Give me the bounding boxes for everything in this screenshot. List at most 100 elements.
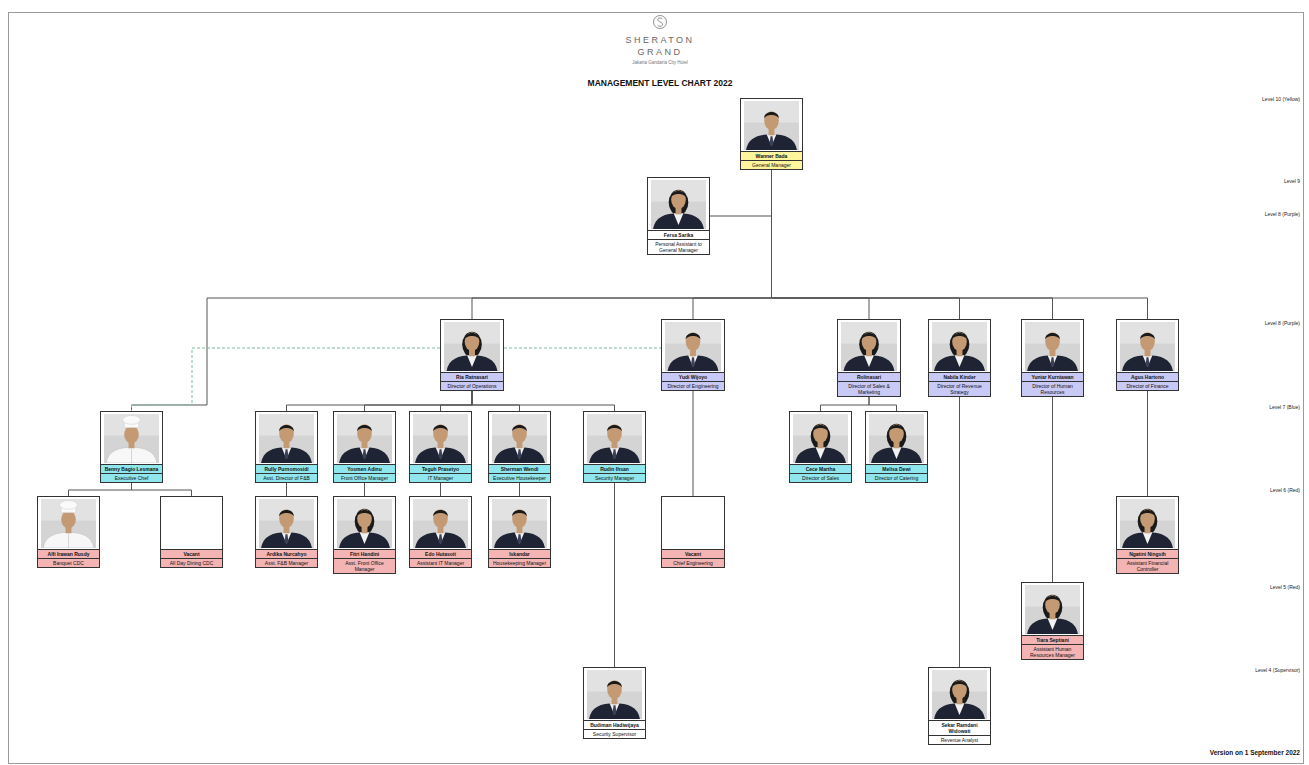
portrait-photo	[1022, 583, 1083, 635]
org-card: Yosmen AdinuFront Office Manager	[333, 411, 396, 483]
portrait-photo	[741, 99, 802, 151]
portrait-photo	[838, 320, 900, 372]
logo-text: SHERATON	[560, 35, 760, 45]
person-name: Ardika Nurcahyo	[256, 549, 317, 558]
logo-emblem	[654, 16, 667, 29]
level-label: Level 8 (Purple)	[1100, 321, 1300, 327]
portrait-photo	[334, 412, 395, 464]
reporting-line	[772, 170, 960, 319]
reporting-line	[693, 391, 694, 496]
person-name: Melisa Dewi	[866, 464, 927, 473]
level-label: Level 8 (Purple)	[1100, 212, 1300, 218]
job-title: Director of Engineering	[662, 381, 724, 390]
person-name: Ngatini Ningsih	[1117, 549, 1178, 558]
portrait-illustration	[104, 414, 159, 463]
portrait-photo	[584, 412, 645, 464]
job-title: Housekeeping Manager	[489, 558, 550, 567]
portrait-photo	[584, 668, 645, 720]
portrait-illustration	[413, 499, 468, 548]
page-frame	[9, 13, 1304, 764]
portrait-illustration	[744, 101, 799, 150]
job-title: Security Manager	[584, 473, 645, 482]
org-card: VacantChief Engineering	[661, 496, 725, 568]
portrait-illustration	[337, 499, 392, 548]
org-card: Nabila KinderDirector of Revenue Strateg…	[928, 319, 991, 397]
portrait-photo	[1117, 497, 1178, 549]
reporting-line	[772, 170, 1148, 319]
org-card: Sekar Ramdani WidowatiRevenue Analyst	[928, 667, 991, 745]
person-name: Rudin Ihsan	[584, 464, 645, 473]
portrait-photo	[1022, 320, 1083, 372]
portrait-illustration	[932, 670, 987, 719]
portrait-photo	[161, 497, 222, 549]
org-card: Benny Bagio LesmanaExecutive Chef	[100, 411, 163, 483]
person-name: Fersa Sarika	[648, 230, 709, 239]
portrait-illustration	[1120, 322, 1175, 371]
reporting-line	[821, 397, 870, 411]
person-name: Yosmen Adinu	[334, 464, 395, 473]
person-name: Tiara Septiani	[1022, 635, 1083, 644]
person-name: Alfi Irawan Rusdy	[38, 549, 99, 558]
dotted-reporting-line	[132, 348, 441, 411]
portrait-photo	[929, 668, 990, 720]
reporting-line	[614, 483, 615, 667]
job-title: Executive Housekeeper	[489, 473, 550, 482]
reporting-line	[69, 483, 132, 496]
portrait-illustration	[587, 414, 642, 463]
org-card: Ria RatnasariDirector of Operations	[440, 319, 504, 391]
job-title: Director of Human Resources	[1022, 381, 1083, 396]
level-label: Level 10 (Yellow)	[1100, 97, 1300, 103]
org-card: Alfi Irawan RusdyBanquet CDC	[37, 496, 100, 568]
job-title: Director of Sales & Marketing	[838, 381, 900, 396]
org-card: Yudi WijoyoDirector of Engineering	[661, 319, 725, 391]
portrait-illustration	[665, 322, 721, 371]
portrait-photo	[662, 497, 724, 549]
org-card: RolinasariDirector of Sales & Marketing	[837, 319, 901, 397]
portrait-illustration	[413, 414, 468, 463]
dotted-reporting-line	[504, 348, 661, 349]
portrait-photo	[101, 412, 162, 464]
reporting-line	[441, 391, 473, 411]
portrait-photo	[489, 412, 550, 464]
org-card: Ardika NurcahyoAsst. F&B Manager	[255, 496, 318, 568]
portrait-photo	[866, 412, 927, 464]
portrait-illustration	[1120, 499, 1175, 548]
portrait-illustration	[793, 414, 848, 463]
reporting-line	[869, 397, 897, 411]
job-title: Director of Operations	[441, 381, 503, 390]
job-title: Assistant Financial Controller	[1117, 558, 1178, 573]
level-label: Level 7 (Blue)	[1100, 405, 1300, 411]
reporting-line	[1052, 397, 1053, 582]
org-card: Wanner BadaGeneral Manager	[740, 98, 803, 170]
person-name: Sherman Wendi	[489, 464, 550, 473]
logo-text: GRAND	[560, 47, 760, 57]
org-card: Rully PurnomosidiAsst. Director of F&B	[255, 411, 318, 483]
person-name: Budiman Hadiwijaya	[584, 720, 645, 729]
portrait-photo	[441, 320, 503, 372]
org-card: Teguh PrasetyoIT Manager	[409, 411, 472, 483]
org-card: Fersa SarikaPersonal Assistant to Genera…	[647, 177, 710, 255]
person-name: Rolinasari	[838, 372, 900, 381]
job-title: Asst. Director of F&B	[256, 473, 317, 482]
portrait-illustration	[1025, 585, 1080, 634]
portrait-illustration	[1025, 322, 1080, 371]
org-card: Yuniar KurniawanDirector of Human Resour…	[1021, 319, 1084, 397]
job-title: Personal Assistant to General Manager	[648, 239, 709, 254]
org-card: Melisa DewiDirector of Catering	[865, 411, 928, 483]
job-title: General Manager	[741, 160, 802, 169]
portrait-photo	[410, 412, 471, 464]
version-note: Version on 1 September 2022	[1100, 749, 1300, 756]
person-name: Fitri Handini	[334, 549, 395, 558]
org-card: IskandarHousekeeping Manager	[488, 496, 551, 568]
portrait-illustration	[587, 670, 642, 719]
person-name: Benny Bagio Lesmana	[101, 464, 162, 473]
portrait-photo	[489, 497, 550, 549]
person-name: Cece Martha	[790, 464, 851, 473]
person-name: Teguh Prasetyo	[410, 464, 471, 473]
portrait-photo	[790, 412, 851, 464]
person-name: Vacant	[161, 549, 222, 558]
level-label: Level 9	[1100, 179, 1300, 185]
